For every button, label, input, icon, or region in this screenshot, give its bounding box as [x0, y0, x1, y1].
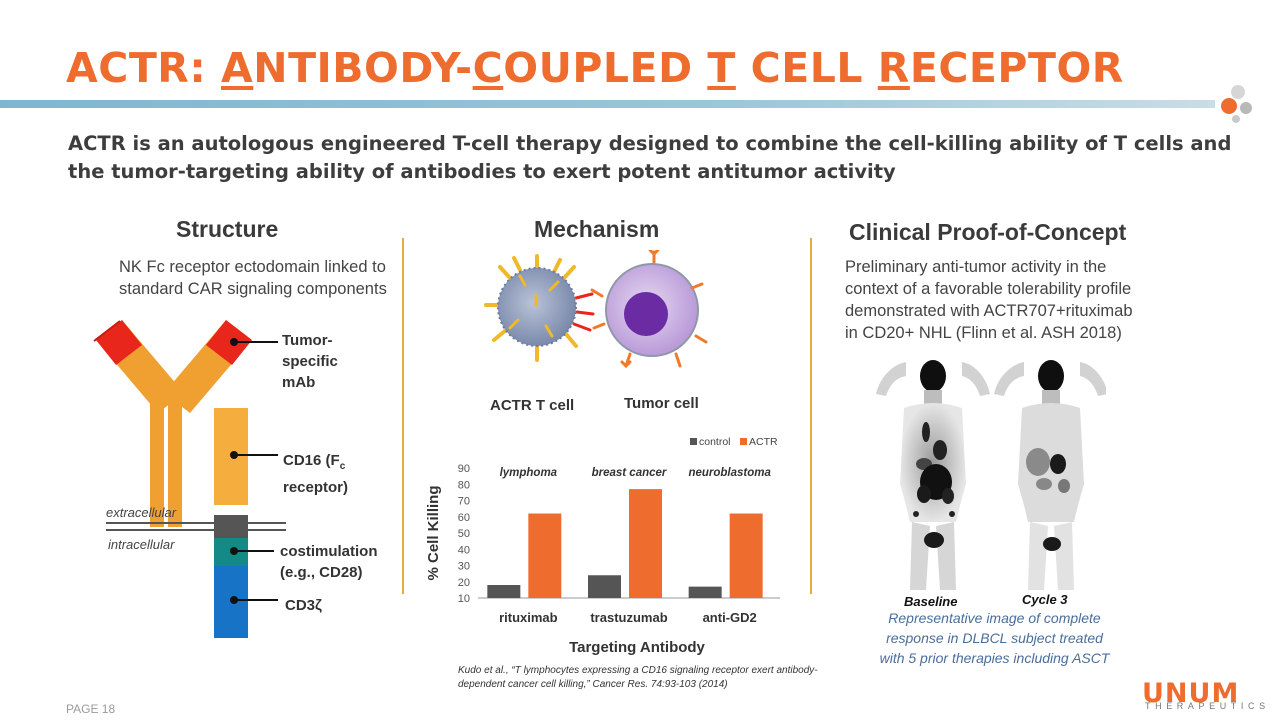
x-tick-label: rituximab: [499, 610, 558, 625]
y-tick-label: 50: [458, 528, 470, 540]
structure-description: NK Fc receptor ectodomain linked to stan…: [119, 258, 387, 298]
title-rule: [0, 100, 1215, 108]
title-part: OUPLED: [503, 44, 708, 92]
y-tick-label: 80: [458, 479, 470, 491]
title-part-underlined: R: [877, 44, 910, 92]
tumor-cell-icon: [590, 250, 708, 369]
slide-subtitle: ACTR is an autologous engineered T-cell …: [68, 132, 1232, 183]
bar-actr-rituximab: [528, 513, 562, 598]
x-tick-label: trastuzumab: [590, 610, 667, 625]
title-part: ACTR:: [66, 44, 222, 92]
group-label: lymphoma: [500, 467, 558, 479]
y-tick-label: 70: [458, 496, 470, 508]
actr-t-cell-icon: [484, 254, 595, 362]
antibody-icon: [93, 320, 252, 527]
bar-actr-trastuzumab: [629, 489, 662, 598]
column-divider: [402, 238, 404, 594]
legend-label: control: [699, 436, 731, 448]
bar-control-rituximab: [487, 585, 521, 598]
actr-structure-diagram: [93, 320, 286, 638]
tumor-cell-label: Tumor cell: [624, 395, 699, 412]
y-tick-label: 40: [458, 544, 470, 556]
mechanism-heading: Mechanism: [534, 216, 660, 242]
bar-control-trastuzumab: [588, 575, 621, 598]
legend-swatch-actr: [740, 438, 747, 445]
group-label: breast cancer: [592, 467, 667, 479]
baseline-scan-image: [876, 360, 990, 590]
legend-swatch-control: [690, 438, 697, 445]
legend-label: ACTR: [749, 436, 778, 448]
y-tick-label: 30: [458, 561, 470, 573]
dots-logo-icon: [1221, 85, 1252, 123]
company-logo: UNUM: [1142, 678, 1240, 709]
title-part: NTIBODY-: [253, 44, 473, 92]
cd3-label: CD3ζ: [285, 597, 322, 614]
costim-label: costimulation (e.g., CD28): [280, 543, 378, 581]
y-tick-label: 10: [458, 593, 470, 605]
cycle3-label: Cycle 3: [1022, 592, 1068, 607]
company-logo-subtitle: THERAPEUTICS: [1145, 701, 1270, 711]
transmembrane-domain: [214, 515, 248, 538]
baseline-label: Baseline: [904, 594, 958, 609]
y-tick-label: 60: [458, 512, 470, 524]
clinical-description: Preliminary anti-tumor activity in the c…: [845, 258, 1133, 342]
x-tick-label: anti-GD2: [703, 610, 757, 625]
pet-scan-images: [876, 360, 1106, 590]
bar-control-anti-gd2: [688, 586, 722, 598]
page-number: PAGE 18: [66, 702, 116, 716]
intracellular-label: intracellular: [108, 537, 175, 552]
title-part-underlined: C: [472, 44, 504, 92]
mechanism-diagram: [484, 250, 708, 369]
y-tick-label: 90: [458, 463, 470, 475]
bar-actr-anti-gd2: [729, 513, 763, 598]
column-divider: [810, 238, 812, 594]
title-part-underlined: A: [221, 44, 254, 92]
citation: Kudo et al., “T lymphocytes expressing a…: [458, 665, 818, 690]
x-axis-label: Targeting Antibody: [569, 639, 705, 656]
title-part-underlined: T: [707, 44, 736, 92]
slide-title: ACTR: ANTIBODY-COUPLED T CELL RECEPTOR: [66, 44, 1124, 92]
cell-killing-chart: 10 20 30 40 50 60 70 80 90 % Cell Killing rituxima…: [425, 436, 780, 656]
title-part: CELL: [735, 44, 878, 92]
cycle3-scan-image: [994, 360, 1106, 590]
y-axis-label: % Cell Killing: [425, 485, 442, 580]
clinical-caption: Representative image of complete respons…: [879, 610, 1110, 666]
mab-label: Tumor- specific mAb: [282, 332, 338, 391]
extracellular-label: extracellular: [106, 505, 177, 520]
clinical-heading: Clinical Proof-of-Concept: [849, 219, 1127, 245]
group-label: neuroblastoma: [688, 467, 771, 479]
actr-t-cell-label: ACTR T cell: [490, 397, 575, 414]
y-tick-label: 20: [458, 577, 470, 589]
title-part: ECEPTOR: [909, 44, 1124, 92]
structure-heading: Structure: [176, 216, 279, 242]
